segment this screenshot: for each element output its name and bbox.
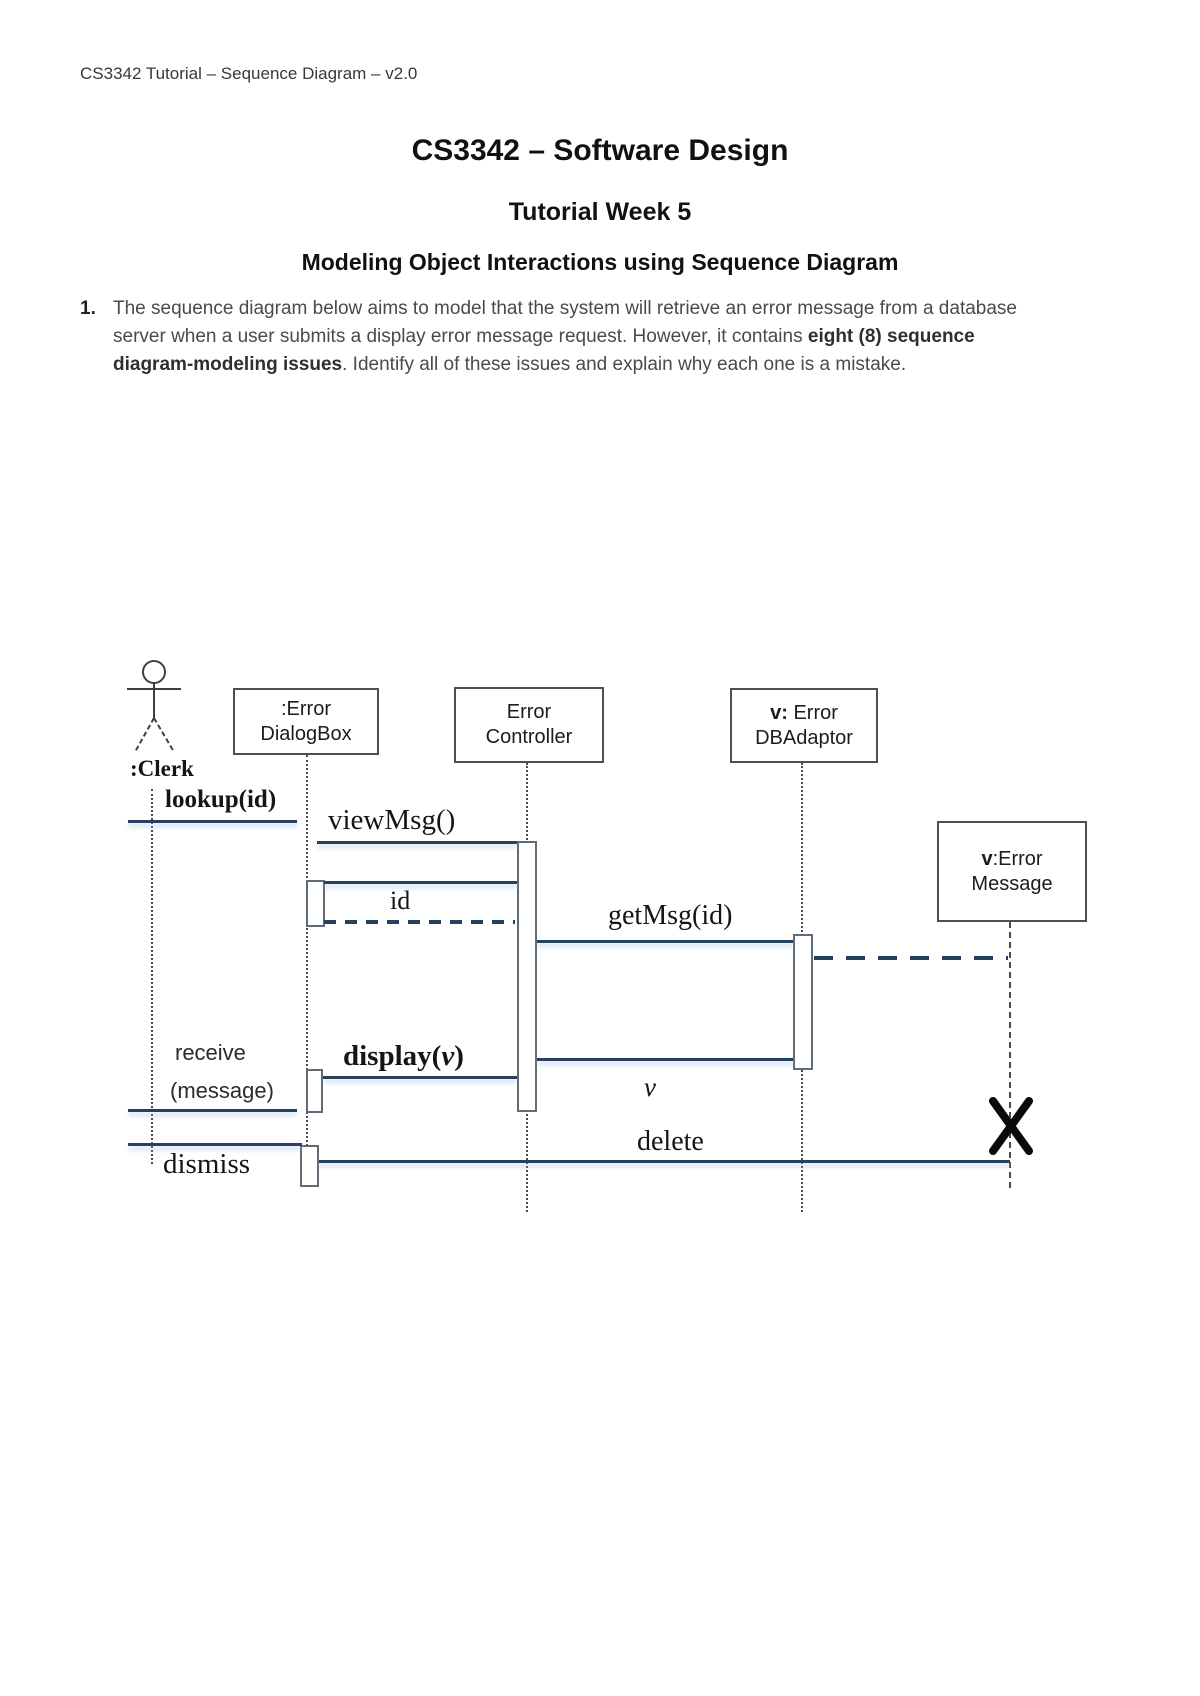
actor-label: :Clerk [130, 756, 194, 781]
page-subtitle: Tutorial Week 5 [508, 198, 692, 226]
display-label-v: v [441, 1040, 455, 1072]
message-label-id: id [390, 886, 411, 915]
object-box-v-error-message: v:Error Message [937, 821, 1087, 922]
message-label-receive-line1: receive [175, 1040, 246, 1065]
activation-dbadaptor [793, 934, 813, 1070]
object-box-v-error-dbadaptor: v: Error DBAdaptor [730, 688, 878, 763]
question-text-after: . Identify all of these issues and expla… [342, 354, 907, 375]
object-label-line1: Error [506, 701, 552, 723]
message-label-lookup: lookup(id) [165, 786, 277, 813]
section-heading: Modeling Object Interactions using Seque… [301, 249, 899, 275]
message-label-dismiss: dismiss [163, 1148, 251, 1180]
question-text: The sequence diagram below aims to model… [113, 295, 1025, 379]
message-line-receive [128, 1109, 297, 1112]
message-label-v-return: v [644, 1072, 656, 1102]
activation-dialogbox-display [306, 1069, 323, 1113]
actor-icon [127, 660, 181, 753]
message-label-receive-line2: (message) [170, 1078, 274, 1103]
object-label-bold: v [981, 847, 993, 870]
lifeline-dialogbox [306, 755, 308, 1146]
object-box-error-controller: Error Controller [454, 687, 604, 763]
question-block: 1. The sequence diagram below aims to mo… [80, 295, 1025, 379]
object-label-bold: v: [770, 701, 788, 724]
object-label-line2: Controller [485, 726, 573, 748]
destroy-x-icon [989, 1097, 1033, 1155]
display-label-post: ) [454, 1040, 464, 1072]
message-line-lookup [128, 820, 297, 823]
message-line-id-call [324, 881, 517, 884]
message-label-display: display(v) [343, 1040, 464, 1073]
message-line-getmsg [537, 940, 793, 943]
object-label-rest: Error [787, 701, 838, 724]
object-label-line2: DBAdaptor [755, 726, 853, 749]
message-line-viewmsg [317, 841, 517, 844]
message-line-dismiss [128, 1143, 302, 1146]
document-header: CS3342 Tutorial – Sequence Diagram – v2.… [80, 64, 418, 83]
message-label-viewmsg: viewMsg() [328, 804, 456, 836]
message-label-getmsg: getMsg(id) [608, 900, 733, 931]
lifeline-error-message [1009, 922, 1011, 1188]
page-title: CS3342 – Software Design [411, 134, 789, 167]
question-text-bold: eight (8) sequence diagram-modeling issu… [113, 326, 975, 375]
object-label-line2: DialogBox [260, 722, 352, 745]
object-label-line1: v: Error [770, 701, 838, 726]
message-line-v-return [537, 1058, 793, 1061]
object-label-line1: v:Error [981, 847, 1042, 872]
activation-dialogbox-dismiss [300, 1145, 319, 1187]
object-label-rest: :Error [992, 847, 1043, 870]
question-text-before: The sequence diagram below aims to model… [113, 298, 1017, 347]
object-box-error-dialogbox: :Error DialogBox [233, 688, 379, 755]
object-label-line2: Message [971, 872, 1053, 895]
message-line-display [323, 1076, 517, 1079]
message-line-id-return [324, 920, 515, 924]
question-number: 1. [80, 298, 96, 319]
message-label-delete: delete [637, 1126, 704, 1157]
activation-dialogbox-id [306, 880, 325, 927]
message-line-create-dashed [814, 956, 1008, 960]
lifeline-clerk [151, 789, 153, 1164]
activation-controller [517, 841, 537, 1112]
object-label-line1: :Error [281, 697, 331, 720]
display-label-pre: display( [343, 1040, 442, 1072]
message-line-delete [319, 1160, 1010, 1163]
